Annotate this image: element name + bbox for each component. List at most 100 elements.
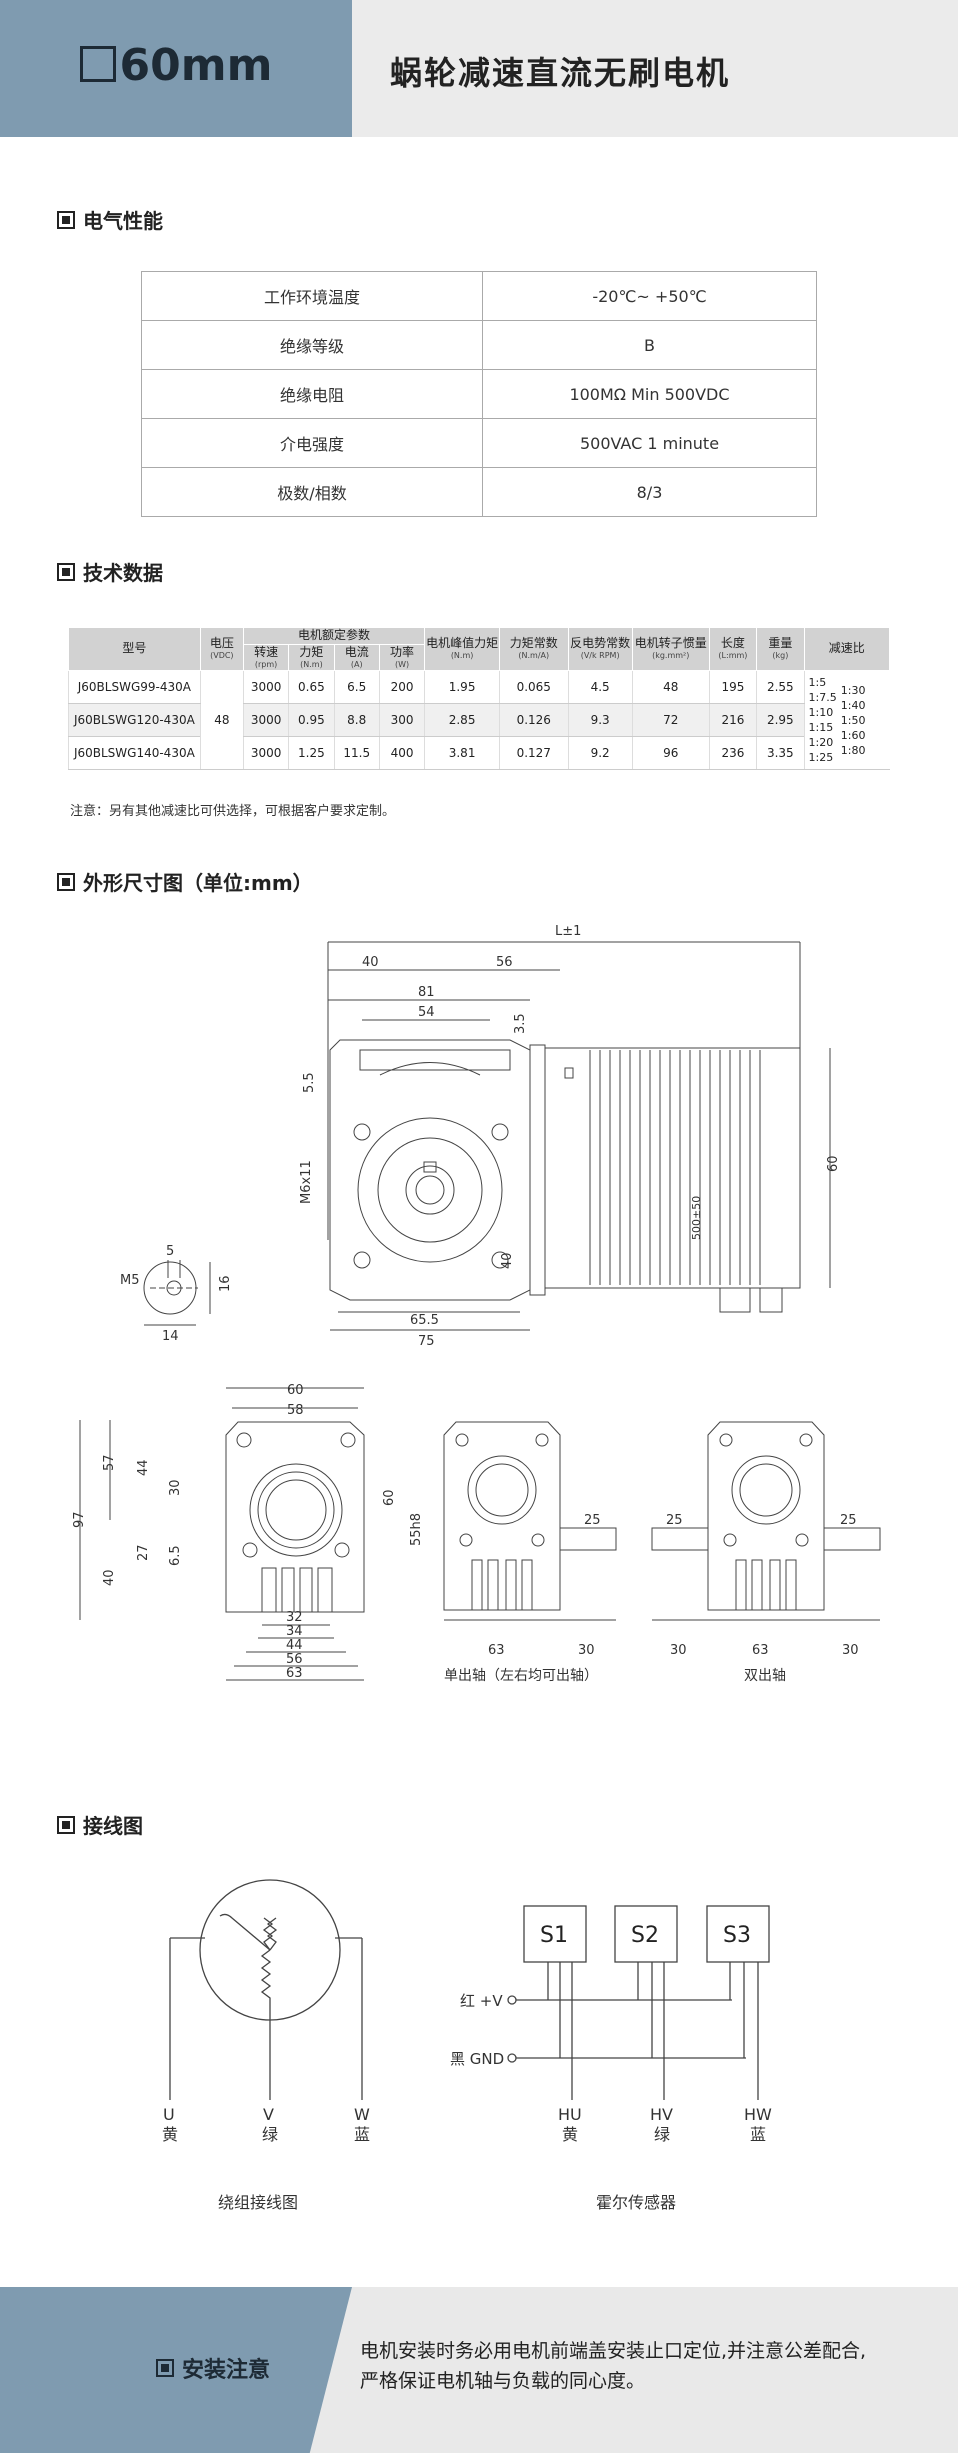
hall-HW-color: 蓝 [750,2125,766,2144]
th-speed: 转速(rpm) [242,643,290,671]
cell-torque: 0.95 [288,703,335,737]
cell-power: 200 [378,670,425,704]
dim-shaft-14: 14 [162,1329,179,1344]
th-length-text: 长度 [720,636,745,651]
single-shaft-view: 25 63 30 单出轴（左右均可出轴） [443,1421,617,1684]
ratio-value: 1:30 [840,683,866,697]
ratio-value: 1:15 [808,720,834,734]
cell-length: 216 [708,703,757,737]
ratio-value: 1:25 [808,750,834,764]
th-peak-unit: (N.m) [450,651,474,661]
th-back-emf-text: 反电势常数 [570,636,631,651]
side-view: L±1 40 56 81 54 3.5 5.5 [299,924,841,1349]
ratio-value: 1:5 [808,675,827,689]
cell-length: 195 [708,670,757,704]
th-weight: 重量(kg) [756,627,805,671]
table-row: J60BLSWG140-430A 3000 1.25 11.5 400 3.81… [68,736,890,770]
winding-U: U [163,2105,175,2124]
th-back-emf-unit: (V/k RPM) [580,651,620,661]
table-row: 工作环境温度-20℃~ +50℃ [141,271,817,321]
wire-black-gnd: 黑 GND [450,2050,504,2068]
table-note: 注意：另有其他减速比可供选择，可根据客户要求定制。 [70,804,396,819]
th-back-emf: 反电势常数(V/k RPM) [567,627,633,671]
motor-fins [589,1050,761,1285]
cell-ratios: 1:5 1:7.5 1:10 1:15 1:20 1:25 1:30 1:40 … [803,670,890,770]
winding-diagram: U V W 黄 绿 蓝 绕组接线图 [162,1879,370,2212]
th-speed-unit: (rpm) [254,659,278,669]
dim-f27: 27 [136,1544,151,1561]
dim-f60r: 60 [382,1489,397,1506]
hall-HU: HU [558,2105,582,2124]
th-weight-unit: (kg) [772,651,789,661]
cell-length: 236 [708,736,757,770]
th-length-unit: (L:mm) [718,651,748,661]
cell-inertia: 96 [631,736,710,770]
dim-f97: 97 [72,1511,87,1528]
cell-current: 6.5 [333,670,380,704]
section-wiring-text: 接线图 [83,1814,143,1838]
section-square-icon [57,872,75,891]
winding-U-color: 黄 [162,2125,178,2144]
section-square-icon [156,2359,174,2377]
th-torque-const-text: 力矩常数 [509,636,558,651]
cell-kt: 0.126 [499,703,568,737]
dim-m6: M6x11 [299,1160,314,1204]
table-cell: 绝缘电阻 [141,369,483,419]
th-ratio: 减速比 [803,627,891,671]
section-square-icon [57,210,75,229]
table-row: J60BLSWG120-430A 3000 0.95 8.8 300 2.85 … [68,703,890,737]
cell-peak: 1.95 [424,670,500,704]
th-voltage-text: 电压 [209,636,234,651]
table-cell: 极数/相数 [141,467,483,517]
dim-L: L±1 [555,924,581,939]
section-square-icon [57,562,75,581]
cell-torque: 1.25 [288,736,335,770]
th-current-text: 电流 [344,644,369,659]
cell-current: 8.8 [333,703,380,737]
ratio-col-2: 1:30 1:40 1:50 1:60 1:80 [841,675,866,765]
ratio-value: 1:40 [840,698,866,712]
dim-f56: 56 [286,1652,303,1667]
th-torque-const-unit: (N.m/A) [518,651,550,661]
dim-60: 60 [826,1155,841,1172]
cell-ke: 9.2 [567,736,633,770]
th-peak: 电机峰值力矩(N.m) [424,627,500,671]
dim-s25: 25 [584,1513,601,1528]
th-current: 电流(A) [333,643,380,671]
section-dimensions-heading: 外形尺寸图（单位:mm） [57,867,313,896]
dim-f40: 40 [102,1569,117,1586]
wiring-diagrams: U V W 黄 绿 蓝 绕组接线图 S1 S2 S3 红 +V 黑 GND HU… [162,1879,772,2212]
cell-power: 400 [378,736,425,770]
dim-81: 81 [418,985,435,1000]
dim-shaft-m5: M5 [120,1273,140,1288]
footer-note: 电机安装时务必用电机前端盖安装止口定位,并注意公差配合,严格保证电机轴与负载的同… [360,2340,867,2392]
cell-weight: 2.55 [756,670,805,704]
section-technical-text: 技术数据 [83,561,163,585]
model-size: 60mm [0,40,352,91]
dim-5-5: 5.5 [302,1072,317,1093]
table-header-row: 转速(rpm) 力矩(N.m) 电流(A) 功率(W) [69,643,890,671]
th-speed-text: 转速 [254,644,279,659]
th-peak-text: 电机峰值力矩 [426,636,499,651]
footer-heading-text: 安装注意 [182,2358,271,2383]
sensor-s2: S2 [631,1923,659,1948]
dim-54: 54 [418,1005,435,1020]
cell-speed: 3000 [242,670,289,704]
dim-d30a: 30 [670,1643,687,1658]
th-inertia-text: 电机转子惯量 [634,636,707,651]
winding-label: 绕组接线图 [218,2193,298,2212]
th-length: 长度(L:mm) [708,627,758,671]
dim-d25b: 25 [840,1513,857,1528]
dim-d63: 63 [752,1643,769,1658]
dim-f58: 58 [287,1403,304,1418]
winding-W: W [354,2105,370,2124]
hall-HV-color: 绿 [654,2125,670,2144]
table-cell: 500VAC 1 minute [482,418,817,468]
ratio-value: 1:60 [840,728,866,742]
cell-speed: 3000 [242,736,289,770]
dim-40b: 40 [500,1252,515,1269]
dim-3-5: 3.5 [513,1013,528,1034]
dim-shaft-5: 5 [166,1244,174,1259]
winding-V: V [263,2105,274,2124]
